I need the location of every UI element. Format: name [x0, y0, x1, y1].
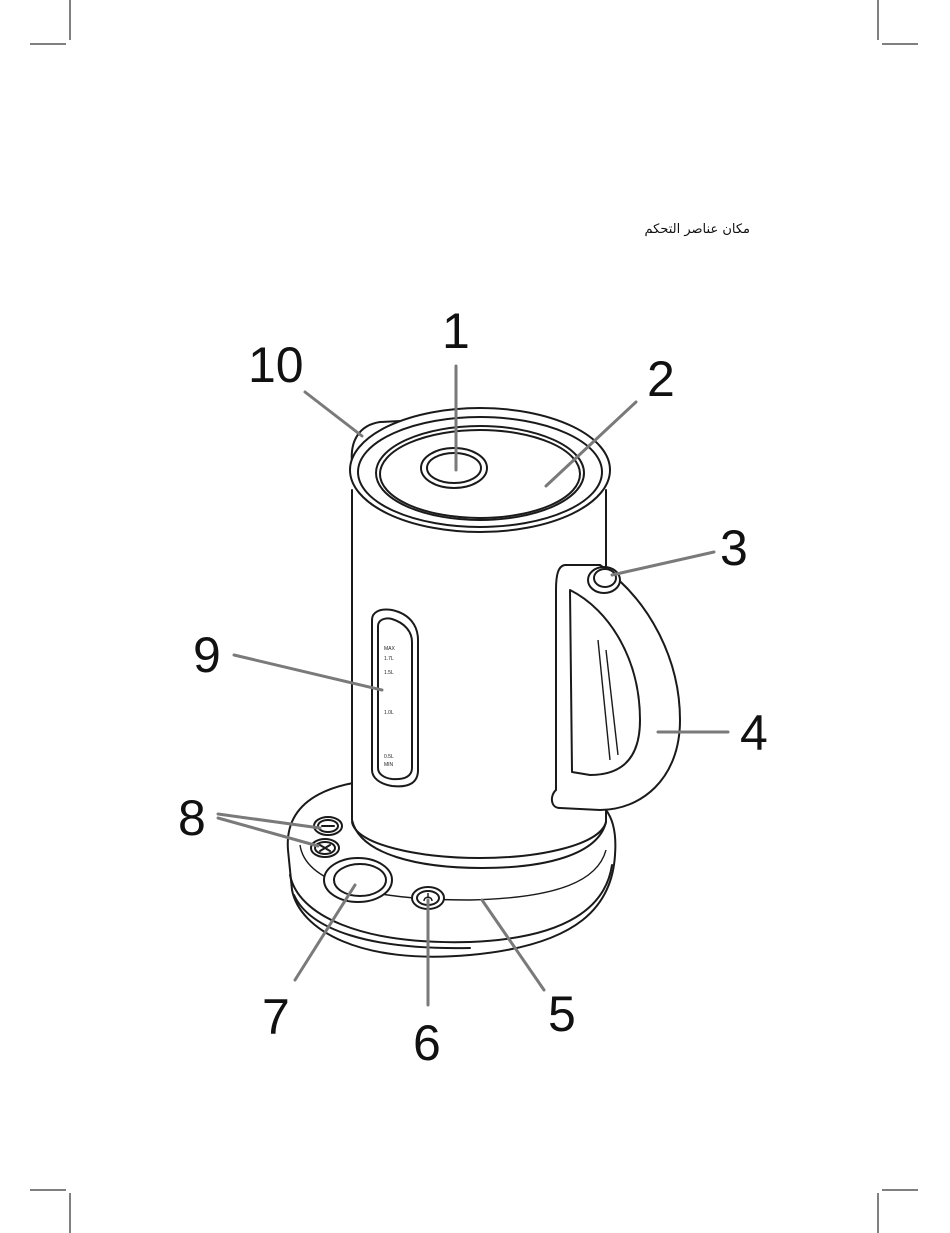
callout-2: 2 [647, 351, 675, 407]
callout-5: 5 [548, 986, 576, 1042]
mark-max-volume: 1.7L [384, 656, 394, 662]
callout-6: 6 [413, 1015, 441, 1071]
callout-7: 7 [262, 989, 290, 1045]
callout-4: 4 [740, 705, 768, 761]
callout-9: 9 [193, 627, 221, 683]
lid [350, 408, 610, 532]
callout-1: 1 [442, 303, 470, 359]
mark-0-5: 0.5L [384, 754, 394, 760]
water-level-window: MAX 1.7L 1.5L 1.0L 0.5L MIN [372, 609, 418, 786]
mark-1-0: 1.0L [384, 710, 394, 716]
mark-max: MAX [384, 646, 396, 652]
callout-3: 3 [720, 520, 748, 576]
mark-min: MIN [384, 762, 394, 768]
callout-10: 10 [248, 337, 304, 393]
callout-8: 8 [178, 790, 206, 846]
mark-1-5: 1.5L [384, 670, 394, 676]
handle [552, 565, 680, 810]
